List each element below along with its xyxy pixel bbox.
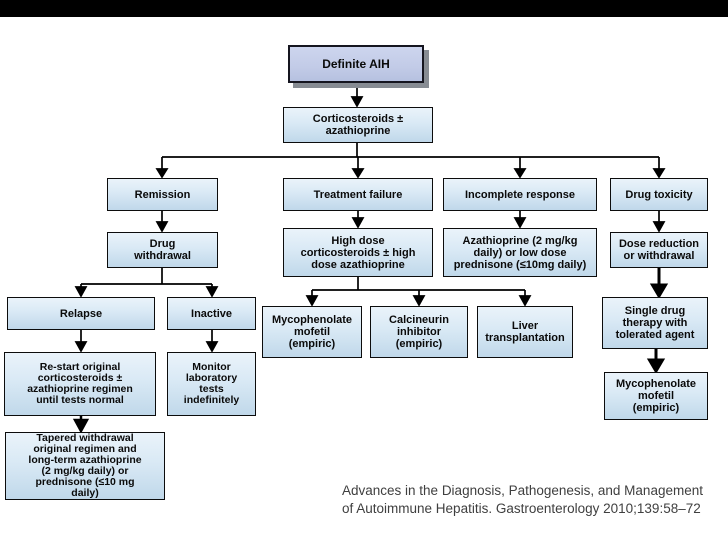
- node-single-drug: Single drug therapy with tolerated agent: [602, 297, 708, 349]
- node-calcineurin: Calcineurin inhibitor (empiric): [370, 306, 468, 358]
- node-inactive: Inactive: [167, 297, 256, 330]
- node-azathioprine-low-dose: Azathioprine (2 mg/kg daily) or low dose…: [443, 228, 597, 277]
- arrow-toxicity-to-dose-reduction: [652, 211, 666, 233]
- node-incomplete-response: Incomplete response: [443, 178, 597, 211]
- arrow-high-dose-split: [305, 277, 532, 307]
- node-drug-withdrawal: Drug withdrawal: [107, 232, 218, 268]
- node-remission: Remission: [107, 178, 218, 211]
- arrow-remission-to-drug-withdrawal: [155, 211, 169, 233]
- arrow-restart-to-tapered: [72, 416, 90, 434]
- arrow-treatment-failure-to-high-dose: [351, 211, 365, 229]
- arrow-definite-to-corticosteroids: [350, 83, 364, 108]
- arrow-inactive-to-monitor: [205, 330, 219, 353]
- arrow-withdrawal-split: [74, 268, 219, 298]
- arrow-single-drug-to-mycophenolate: [646, 349, 666, 374]
- node-liver-transplantation: Liver transplantation: [477, 306, 573, 358]
- node-high-dose: High dose corticosteroids ± high dose az…: [283, 228, 433, 277]
- arrow-corticosteroids-split: [155, 143, 666, 179]
- arrow-incomplete-to-azathioprine: [513, 211, 527, 229]
- arrow-relapse-to-restart: [74, 330, 88, 353]
- citation: Advances in the Diagnosis, Pathogenesis,…: [342, 483, 703, 516]
- node-definite-aih: Definite AIH: [288, 45, 424, 83]
- node-dose-reduction: Dose reduction or withdrawal: [610, 232, 708, 268]
- node-treatment-failure: Treatment failure: [283, 178, 433, 211]
- top-bar: [0, 0, 728, 17]
- node-relapse: Relapse: [7, 297, 155, 330]
- node-mycophenolate-left: Mycophenolate mofetil (empiric): [262, 306, 362, 358]
- node-tapered-withdrawal: Tapered withdrawal original regimen and …: [5, 432, 165, 500]
- node-monitor-laboratory: Monitor laboratory tests indefinitely: [167, 352, 256, 416]
- node-mycophenolate-right: Mycophenolate mofetil (empiric): [604, 372, 708, 420]
- node-corticosteroids: Corticosteroids ± azathioprine: [283, 107, 433, 143]
- node-restart-original: Re-start original corticosteroids ± azat…: [4, 352, 156, 416]
- node-drug-toxicity: Drug toxicity: [610, 178, 708, 211]
- arrow-dose-reduction-to-single-drug: [649, 268, 669, 299]
